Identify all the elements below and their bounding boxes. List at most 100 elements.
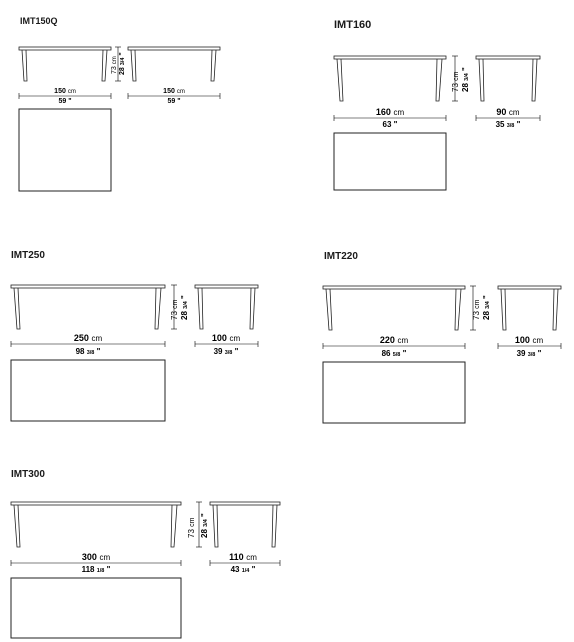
- svg-text:100 cm: 100 cm: [212, 333, 241, 343]
- elevation-front: [10, 284, 166, 330]
- inch-mark: ": [482, 295, 491, 299]
- width-inches: 43: [231, 565, 240, 574]
- model-title-imt250: IMT250: [11, 250, 45, 261]
- width-unit: cm: [397, 336, 408, 345]
- height-cm: 73: [451, 83, 460, 92]
- width-unit: cm: [68, 89, 76, 95]
- svg-text:100 cm: 100 cm: [515, 335, 544, 345]
- width-inches-fraction: 1/4: [242, 568, 251, 574]
- height-dimension: 73 cm 28 3/4 ": [170, 284, 189, 330]
- top-view-plan: [10, 359, 166, 422]
- table-imt250: 73 cm 28 3/4 " 250 cm: [10, 284, 259, 422]
- width-cm: 100: [212, 333, 227, 343]
- svg-text:73 cm: 73 cm: [111, 56, 118, 74]
- height-dimension: 73 cm 28 3/4 ": [187, 501, 209, 548]
- width-cm: 150: [54, 88, 66, 95]
- svg-text:59 ": 59 ": [167, 98, 180, 105]
- inch-mark: ": [177, 98, 180, 105]
- width-cm: 160: [376, 107, 391, 117]
- width-unit: cm: [509, 108, 520, 117]
- top-view-plan: [10, 577, 182, 639]
- svg-text:73 cm: 73 cm: [170, 299, 179, 320]
- width-inches: 86: [382, 349, 391, 358]
- svg-text:63 ": 63 ": [383, 120, 398, 129]
- width-inches: 35: [496, 120, 505, 129]
- width-dimension-front: 150 cm 59 ": [18, 88, 112, 105]
- width-inches: 39: [517, 349, 526, 358]
- width-unit: cm: [532, 336, 543, 345]
- width-dimension-side: 100 cm 39 3/8 ": [497, 335, 562, 358]
- elevation-side: [497, 285, 562, 331]
- elevation-front: [18, 46, 112, 82]
- elevation-side: [475, 55, 541, 102]
- svg-text:43 1/4 ": 43 1/4 ": [231, 565, 256, 574]
- width-unit: cm: [99, 553, 110, 562]
- width-dimension-side: 150 cm 59 ": [127, 88, 221, 105]
- height-inches: 28: [461, 83, 470, 92]
- svg-text:28 3/4 ": 28 3/4 ": [200, 513, 209, 538]
- width-inches-fraction: 5/8: [393, 352, 401, 358]
- elevation-front: [333, 55, 447, 102]
- width-inches-fraction: 3/8: [507, 123, 515, 129]
- width-inches: 63: [383, 120, 392, 129]
- elevation-front: [322, 285, 466, 331]
- width-cm: 250: [74, 333, 89, 343]
- svg-text:73 cm: 73 cm: [472, 299, 481, 320]
- height-unit: cm: [453, 71, 460, 81]
- width-cm: 150: [163, 88, 175, 95]
- width-inches: 59: [58, 98, 66, 105]
- inch-mark: ": [200, 513, 209, 517]
- table-imt300: 73 cm 28 3/4 " 300 cm: [10, 501, 281, 639]
- width-inches-fraction: 3/8: [528, 352, 536, 358]
- width-dimension-side: 90 cm 35 3/8 ": [475, 107, 541, 129]
- height-cm: 73: [472, 311, 481, 320]
- table-imt160: 73 cm 28 3/4 " 160 cm: [333, 55, 541, 191]
- svg-text:39 3/8 ": 39 3/8 ": [517, 349, 542, 358]
- svg-text:110 cm: 110 cm: [229, 552, 257, 562]
- elevation-side: [127, 46, 221, 82]
- inch-mark: ": [235, 347, 239, 356]
- height-cm: 73: [111, 66, 118, 74]
- inch-mark: ": [394, 120, 398, 129]
- svg-text:28 3/4 ": 28 3/4 ": [461, 67, 470, 92]
- svg-text:250 cm: 250 cm: [74, 333, 103, 343]
- svg-text:150 cm: 150 cm: [54, 88, 76, 95]
- width-dimension-front: 220 cm 86 5/8 ": [322, 335, 466, 358]
- width-unit: cm: [393, 108, 404, 117]
- svg-text:28 3/4 ": 28 3/4 ": [180, 295, 189, 320]
- top-view-plan: [18, 108, 112, 192]
- height-dimension: 73 cm 28 3/4 ": [470, 285, 491, 331]
- height-inches: 28: [119, 67, 126, 75]
- height-unit: cm: [474, 299, 481, 309]
- inch-mark: ": [252, 565, 256, 574]
- inch-mark: ": [461, 67, 470, 71]
- inch-mark: ": [119, 52, 126, 55]
- svg-text:73 cm: 73 cm: [451, 71, 460, 92]
- height-unit: cm: [112, 56, 118, 64]
- height-cm: 73: [170, 311, 179, 320]
- width-dimension-front: 250 cm 98 3/8 ": [10, 333, 166, 356]
- width-inches-fraction: 1/8: [97, 568, 105, 574]
- height-inches: 28: [482, 311, 491, 320]
- inch-mark: ": [403, 349, 407, 358]
- svg-text:220 cm: 220 cm: [380, 335, 409, 345]
- height-unit: cm: [172, 299, 179, 309]
- height-inches-fraction: 3/4: [485, 300, 491, 309]
- height-dimension: 73 cm 28 3/4 ": [451, 55, 470, 102]
- width-dimension-front: 300 cm 118 1/8 ": [10, 552, 182, 574]
- width-inches: 39: [214, 347, 223, 356]
- svg-text:28 3/4 ": 28 3/4 ": [119, 52, 126, 75]
- elevation-side: [209, 501, 281, 548]
- svg-text:39 3/8 ": 39 3/8 ": [214, 347, 239, 356]
- width-cm: 100: [515, 335, 530, 345]
- table-imt150q: 73 cm 28 3/4 " 150: [18, 46, 221, 192]
- svg-text:35 3/8 ": 35 3/8 ": [496, 120, 521, 129]
- height-inches: 28: [180, 311, 189, 320]
- svg-text:118 1/8 ": 118 1/8 ": [82, 565, 111, 574]
- model-title-imt220: IMT220: [324, 251, 358, 262]
- height-dimension: 73 cm 28 3/4 ": [111, 46, 126, 82]
- svg-text:28 3/4 ": 28 3/4 ": [482, 295, 491, 320]
- inch-mark: ": [68, 98, 71, 105]
- width-inches: 118: [82, 565, 95, 574]
